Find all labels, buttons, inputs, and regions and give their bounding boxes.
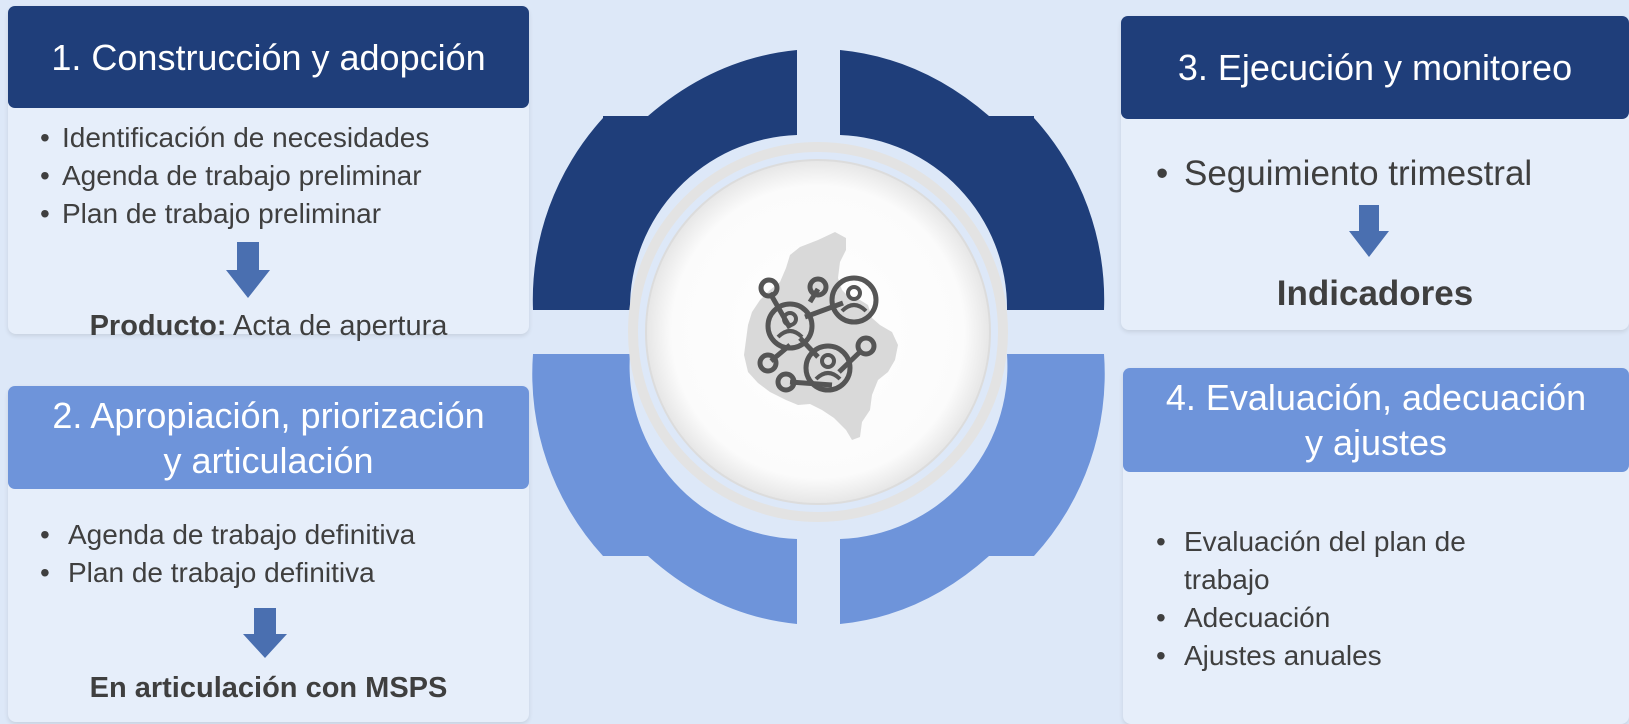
step-2-list: Agenda de trabajo definitiva Plan de tra…: [40, 516, 415, 592]
step-1-product: Producto: Acta de apertura: [8, 310, 529, 343]
step-3-header: 3. Ejecución y monitoreo: [1121, 16, 1629, 119]
step-1-product-label: Producto:: [89, 310, 227, 342]
step-1-down-arrow-icon: [226, 242, 270, 298]
step-1-header: 1. Construcción y adopción: [8, 6, 529, 108]
list-item: Agenda de trabajo preliminar: [40, 157, 429, 195]
step-4-list: Evaluación del plan de trabajo Adecuació…: [1156, 523, 1526, 675]
step-1-product-value: Acta de apertura: [226, 310, 448, 342]
step-3-result: Indicadores: [1121, 274, 1629, 314]
quadrant-3-segment: [840, 50, 1105, 310]
list-item: Plan de trabajo preliminar: [40, 195, 429, 233]
step-3-list: Seguimiento trimestral: [1156, 152, 1532, 196]
step-2-result: En articulación con MSPS: [8, 672, 529, 705]
step-3-title: 3. Ejecución y monitoreo: [1177, 47, 1573, 88]
step-4-title-line-1: 4. Evaluación, adecuación: [1165, 377, 1587, 418]
colombia-map-network-icon: [744, 232, 898, 440]
inner-ring: [628, 142, 1008, 522]
quadrant-4-segment: [840, 354, 1105, 624]
step-2-title-line-1: 2. Apropiación, priorización: [52, 394, 485, 436]
list-item: Seguimiento trimestral: [1156, 152, 1532, 196]
step-2-result-label: En articulación con MSPS: [89, 672, 448, 704]
quadrant-1-segment: [532, 50, 797, 310]
list-item: Ajustes anuales: [1156, 637, 1526, 675]
step-2-title-line-2: y articulación: [163, 439, 374, 481]
step-2-down-arrow-icon: [243, 608, 287, 658]
list-item: Evaluación del plan de trabajo: [1156, 523, 1526, 599]
list-item: Agenda de trabajo definitiva: [40, 516, 415, 554]
step-3-result-label: Indicadores: [1276, 274, 1474, 313]
step-2-header: 2. Apropiación, priorización y articulac…: [8, 386, 529, 489]
list-item: Identificación de necesidades: [40, 119, 429, 157]
step-3-down-arrow-icon: [1349, 205, 1389, 257]
quadrant-2-segment: [532, 354, 797, 624]
list-item: Plan de trabajo definitiva: [40, 554, 415, 592]
step-1-title: 1. Construcción y adopción: [51, 36, 486, 78]
step-4-title-line-2: y ajustes: [1304, 422, 1448, 463]
list-item: Adecuación: [1156, 599, 1526, 637]
step-1-list: Identificación de necesidades Agenda de …: [40, 119, 429, 233]
step-4-header: 4. Evaluación, adecuación y ajustes: [1123, 368, 1629, 472]
